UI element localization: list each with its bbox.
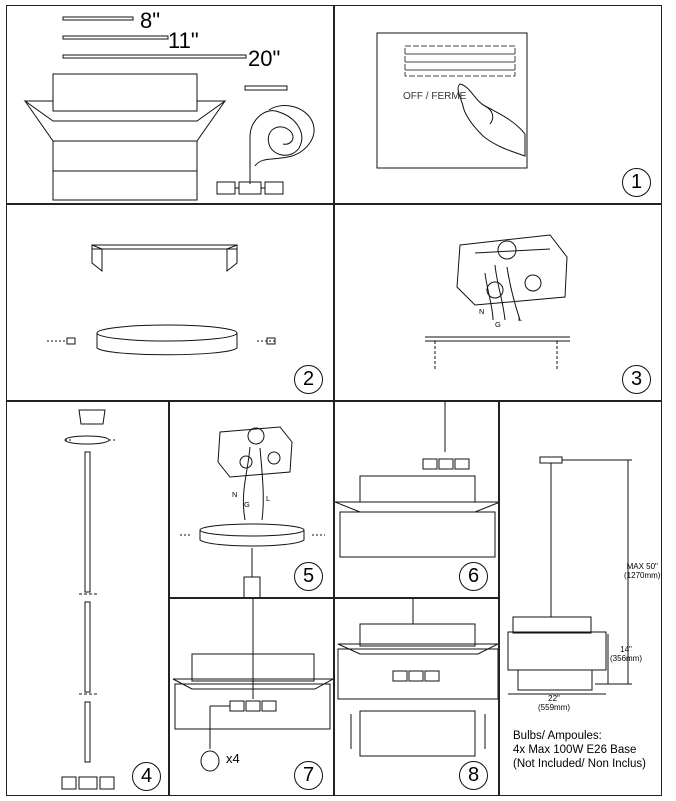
- shade-install-drawing: [335, 402, 498, 558]
- panel-parts: 8" 11" 20": [6, 5, 334, 204]
- width-inches: 22": [548, 694, 560, 703]
- panel-step-5: N G L 5: [169, 401, 334, 598]
- max-height-label: MAX 50" (1270mm): [624, 562, 660, 580]
- bulb-spec: Bulbs/ Ampoules: 4x Max 100W E26 Base (N…: [513, 729, 646, 771]
- width-mm: (559mm): [538, 703, 571, 712]
- max-height-mm: (1270mm): [624, 571, 661, 580]
- wire-label-l: L: [518, 314, 523, 323]
- shade-height-label: 14" (356mm): [610, 645, 642, 663]
- panel-dimensions: MAX 50" (1270mm) 14" (356mm) 22" (559mm)…: [499, 401, 662, 796]
- step5-wire-g: G: [244, 500, 250, 509]
- final-assembly-drawing: [337, 599, 498, 757]
- step-number-6: 6: [459, 562, 488, 591]
- dimensions-drawing: [507, 456, 632, 695]
- max-height-inches: MAX 50": [626, 562, 658, 571]
- step-number-5: 5: [294, 562, 323, 591]
- step-number-7: 7: [294, 761, 323, 790]
- switch-label: OFF / FERME: [403, 91, 466, 102]
- switch-ferme-text: FERME: [431, 91, 467, 102]
- switch-off-drawing: [376, 32, 528, 169]
- step-number-2: 2: [294, 365, 323, 394]
- bulb-count: x4: [226, 751, 240, 766]
- bulb-install-drawing: [172, 599, 333, 772]
- panel-step-1: OFF / FERME 1: [334, 5, 662, 204]
- panel-step-7: x4 7: [169, 598, 334, 796]
- step5-wire-l: L: [266, 494, 271, 503]
- width-label: 22" (559mm): [538, 694, 570, 712]
- rod-length-11: 11": [168, 28, 199, 53]
- bulb-spec-line-2: 4x Max 100W E26 Base: [513, 744, 637, 756]
- panel-step-2: 2: [6, 204, 334, 401]
- step-number-1: 1: [622, 168, 651, 197]
- shade-height-inches: 14": [620, 645, 632, 654]
- canopy-wiring-drawing: [180, 426, 325, 597]
- switch-sep: /: [425, 91, 429, 102]
- parts-drawing: [23, 16, 315, 201]
- panel-step-4: 4: [6, 401, 169, 796]
- rod-length-8: 8": [140, 8, 161, 33]
- wire-label-n: N: [479, 307, 485, 316]
- step-number-8: 8: [459, 761, 488, 790]
- panel-step-8: 8: [334, 598, 499, 796]
- rod-length-20: 20": [248, 46, 281, 71]
- panel-step-6: 6: [334, 401, 499, 598]
- switch-off-text: OFF: [403, 91, 423, 102]
- junction-box-drawing: [425, 234, 570, 370]
- wire-label-g: G: [495, 320, 501, 329]
- bulb-spec-line-1: Bulbs/ Ampoules:: [513, 730, 602, 742]
- panel-step-3: N G L 3: [334, 204, 662, 401]
- shade-height-mm: (356mm): [610, 654, 643, 663]
- rod-assembly-drawing: [61, 409, 117, 790]
- step-number-4: 4: [132, 762, 161, 791]
- bracket-canopy-drawing: [47, 244, 277, 356]
- step-number-3: 3: [622, 365, 651, 394]
- step5-wire-n: N: [232, 490, 238, 499]
- bulb-spec-line-3: (Not Included/ Non Inclus): [513, 758, 646, 770]
